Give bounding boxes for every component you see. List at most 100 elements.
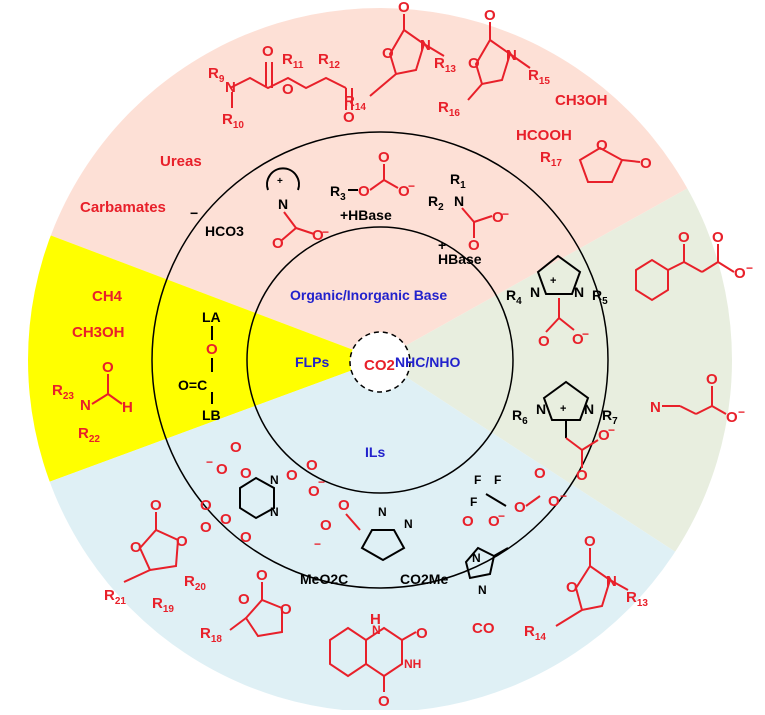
svg-text:N: N <box>378 505 387 519</box>
svg-text:N: N <box>278 196 288 212</box>
product-ureas: Ureas <box>160 153 202 170</box>
svg-text:O: O <box>378 149 390 166</box>
svg-text:HCO3: HCO3 <box>205 223 244 239</box>
svg-text:O: O <box>484 7 496 24</box>
svg-text:O: O <box>240 465 252 482</box>
svg-text:O: O <box>712 229 724 246</box>
svg-text:−: − <box>746 261 753 275</box>
svg-text:+: + <box>438 237 446 253</box>
svg-text:O: O <box>306 457 318 474</box>
imidazole-dicarboxylate: N N O O − MeO2C CO2Me <box>300 497 448 587</box>
svg-text:O: O <box>238 591 250 608</box>
svg-text:−: − <box>738 405 745 419</box>
svg-text:N: N <box>530 284 540 300</box>
product-co: CO <box>472 620 495 637</box>
svg-text:O: O <box>678 229 690 246</box>
svg-text:N: N <box>270 473 279 487</box>
svg-text:O: O <box>596 137 608 154</box>
center-label: CO2 <box>364 357 395 374</box>
svg-text:O: O <box>726 409 738 426</box>
label-ils: ILs <box>365 444 385 460</box>
nho-carboxylate: + R6 N N R7 O O − <box>512 380 618 484</box>
svg-text:−: − <box>206 455 213 469</box>
svg-text:N: N <box>404 517 413 531</box>
svg-text:F: F <box>474 473 481 487</box>
svg-text:O: O <box>398 0 410 16</box>
svg-text:O: O <box>240 529 252 546</box>
benzoylacetate: O O O − <box>635 229 753 302</box>
svg-text:O: O <box>338 497 350 514</box>
outer-ring <box>151 131 609 589</box>
quinazolinedione: H N O NH O <box>329 611 428 710</box>
svg-text:−: − <box>408 179 415 193</box>
svg-text:N: N <box>472 551 481 565</box>
label-flps: FLPs <box>295 354 329 370</box>
svg-text:−: − <box>502 207 509 221</box>
svg-text:O: O <box>572 331 584 348</box>
sector-blue <box>28 360 732 710</box>
svg-text:N: N <box>606 573 617 590</box>
svg-text:O: O <box>272 235 284 252</box>
svg-text:LB: LB <box>202 407 221 423</box>
svg-text:N: N <box>584 401 594 417</box>
svg-text:N: N <box>478 583 487 597</box>
svg-text:−: − <box>498 509 505 523</box>
svg-text:−: − <box>314 537 321 551</box>
label-nhc: NHC/NHO <box>395 354 460 370</box>
svg-text:O: O <box>358 183 370 200</box>
product-carbamates: Carbamates <box>80 199 166 216</box>
nhc-carboxylate: + R4 N N R5 O O − <box>506 254 608 350</box>
svg-text:N: N <box>650 399 661 416</box>
svg-text:LA: LA <box>202 309 221 325</box>
svg-text:O: O <box>468 55 480 72</box>
svg-text:O: O <box>468 237 480 254</box>
bicarbonate-group: − HCO3 <box>190 205 244 239</box>
methylimidazole-carboxylate: N N O O − <box>462 509 509 597</box>
svg-text:H: H <box>122 399 133 416</box>
svg-text:O: O <box>102 359 114 376</box>
svg-text:O: O <box>220 511 232 528</box>
svg-text:O: O <box>343 109 355 126</box>
svg-text:O: O <box>598 427 610 444</box>
pyrimidine-carbonate: N N O − O O O O O − O O O O <box>200 439 325 546</box>
product-ch4: CH4 <box>92 288 123 305</box>
flp-structure: LA O O=C LB <box>178 309 221 423</box>
product-ch3oh-left: CH3OH <box>72 324 125 341</box>
cyanoacetate: N O O − <box>650 371 745 426</box>
svg-text:O: O <box>706 371 718 388</box>
cyclic-carbonate: O O O R18 <box>200 567 292 645</box>
svg-text:N: N <box>506 47 517 64</box>
svg-text:O: O <box>150 497 162 514</box>
svg-text:+HBase: +HBase <box>340 207 392 223</box>
svg-text:N: N <box>372 623 381 637</box>
svg-text:O: O <box>462 513 474 530</box>
svg-text:O: O <box>640 155 652 172</box>
svg-text:H: H <box>370 611 381 628</box>
cyclic-amine-carbamate: + N O O − <box>266 167 329 252</box>
svg-text:O: O <box>492 209 504 226</box>
svg-text:O: O <box>576 467 588 484</box>
svg-text:−: − <box>582 327 589 341</box>
svg-text:−: − <box>190 205 198 221</box>
svg-text:N: N <box>80 397 91 414</box>
svg-text:N: N <box>454 193 464 209</box>
svg-text:−: − <box>560 489 567 503</box>
svg-text:N: N <box>225 79 236 96</box>
product-hcooh: HCOOH <box>516 127 572 144</box>
sector-yellow <box>28 220 380 500</box>
center-ring <box>349 331 411 393</box>
svg-text:O: O <box>230 439 242 456</box>
svg-text:+: + <box>277 176 283 187</box>
svg-text:N: N <box>574 284 584 300</box>
svg-text:O: O <box>378 693 390 710</box>
svg-text:O: O <box>176 533 188 550</box>
svg-text:O: O <box>398 183 410 200</box>
svg-text:O: O <box>200 497 212 514</box>
trifluoroethyl-carbonate: F F F O O O − <box>470 465 567 516</box>
svg-text:O: O <box>538 333 550 350</box>
svg-text:F: F <box>470 495 477 509</box>
svg-text:O: O <box>256 567 268 584</box>
svg-text:O=C: O=C <box>178 377 207 393</box>
